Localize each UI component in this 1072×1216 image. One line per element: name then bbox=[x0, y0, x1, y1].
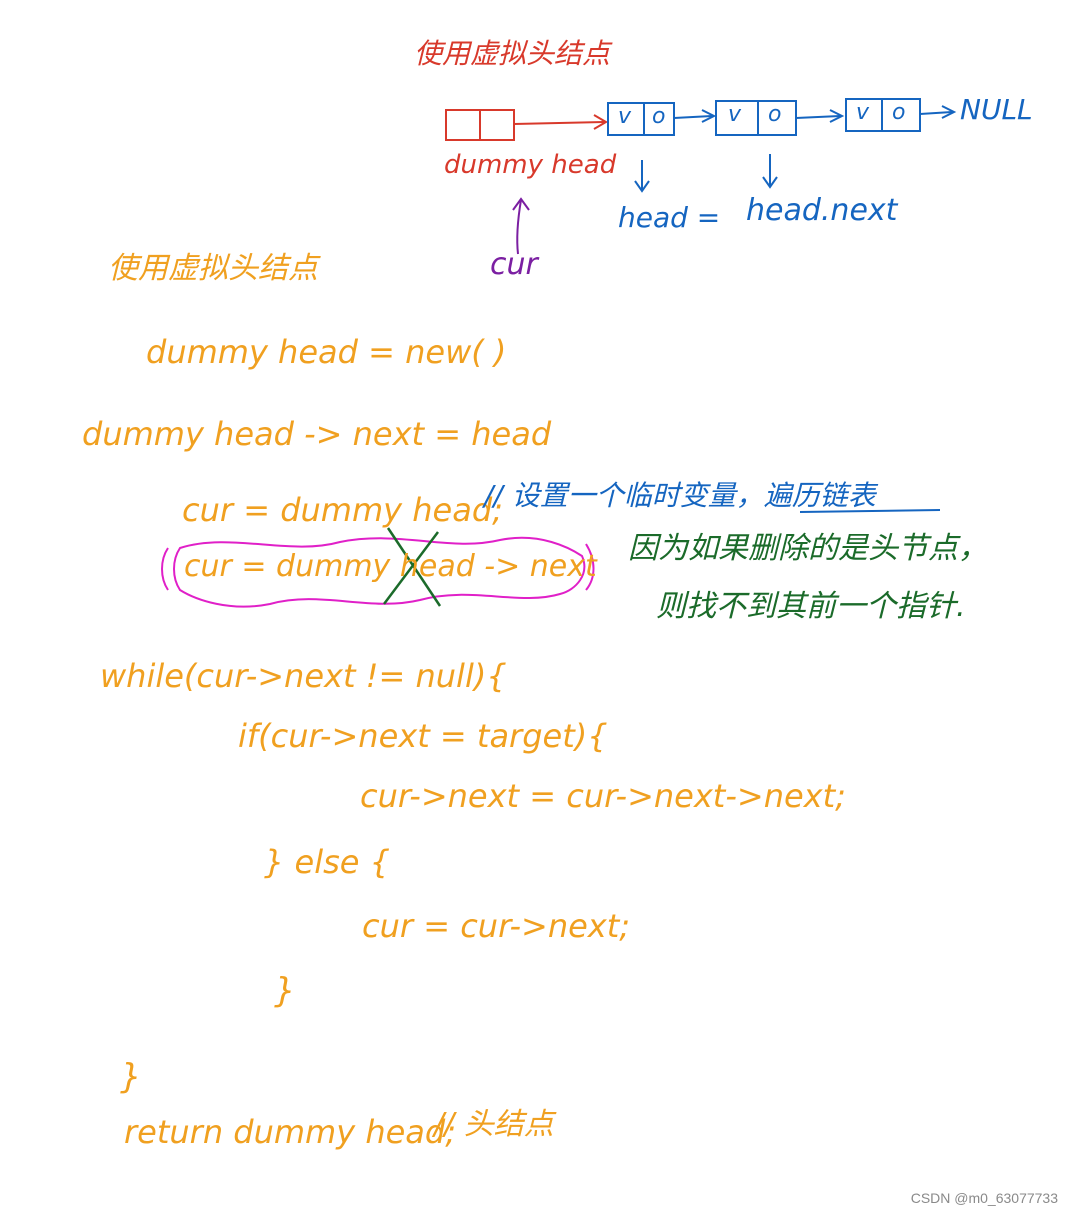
cur-up-arrow bbox=[512, 197, 530, 255]
code-line-1: dummy head = new( ) bbox=[146, 333, 507, 371]
code-line-2: dummy head -> next = head bbox=[82, 415, 552, 453]
strike-x-mark bbox=[383, 527, 442, 607]
head-next-down-arrow bbox=[762, 154, 778, 189]
crossed-out-cloud bbox=[161, 536, 595, 608]
node1-to-node2-arrow bbox=[673, 109, 717, 123]
node2-to-node3-arrow bbox=[795, 109, 845, 123]
watermark: CSDN @m0_63077733 bbox=[910, 1190, 1058, 1206]
node2-value-label: v bbox=[728, 102, 742, 127]
code-line-while: while(cur->next != null){ bbox=[100, 657, 507, 695]
code-line-crossed-out: cur = dummy head -> next bbox=[184, 549, 597, 584]
list-node-3 bbox=[845, 98, 921, 132]
code-line-else: } else { bbox=[264, 843, 390, 881]
reason-note-line-2: 则找不到其前一个指针. bbox=[656, 589, 966, 624]
null-label: NULL bbox=[960, 93, 1033, 126]
node3-to-null-arrow bbox=[919, 105, 957, 119]
code-line-close-while: } bbox=[120, 1057, 142, 1097]
node3-pointer-label: o bbox=[892, 100, 906, 125]
head-down-arrow bbox=[634, 160, 650, 193]
code-line-delete: cur->next = cur->next->next; bbox=[360, 777, 846, 815]
code-line-advance: cur = cur->next; bbox=[362, 907, 631, 945]
head-label: head = bbox=[618, 201, 721, 234]
code-title: 使用虚拟头结点 bbox=[108, 251, 318, 286]
cur-label: cur bbox=[490, 247, 538, 282]
dummy-head-node bbox=[445, 109, 515, 141]
dummy-head-label: dummy head bbox=[444, 150, 617, 180]
list-node-1 bbox=[607, 102, 675, 136]
dummy-to-node1-arrow bbox=[513, 114, 608, 130]
node3-value-label: v bbox=[856, 100, 870, 125]
node2-pointer-label: o bbox=[768, 102, 782, 127]
head-next-label: head.next bbox=[746, 193, 898, 228]
code-line-if: if(cur->next = target){ bbox=[238, 717, 608, 755]
code-line-return: return dummy head; bbox=[124, 1113, 456, 1151]
node1-value-label: v bbox=[618, 104, 632, 129]
code-line-3: cur = dummy head; bbox=[182, 491, 503, 529]
code-line-close-if: } bbox=[274, 971, 296, 1011]
comment-underline bbox=[799, 509, 941, 513]
node1-pointer-label: o bbox=[652, 104, 666, 129]
return-comment: // 头结点 bbox=[434, 1107, 554, 1142]
reason-note-line-1: 因为如果删除的是头节点， bbox=[628, 531, 988, 566]
temp-variable-comment: // 设置一个临时变量，遍历链表 bbox=[484, 479, 876, 512]
diagram-title: 使用虚拟头结点 bbox=[414, 37, 611, 70]
